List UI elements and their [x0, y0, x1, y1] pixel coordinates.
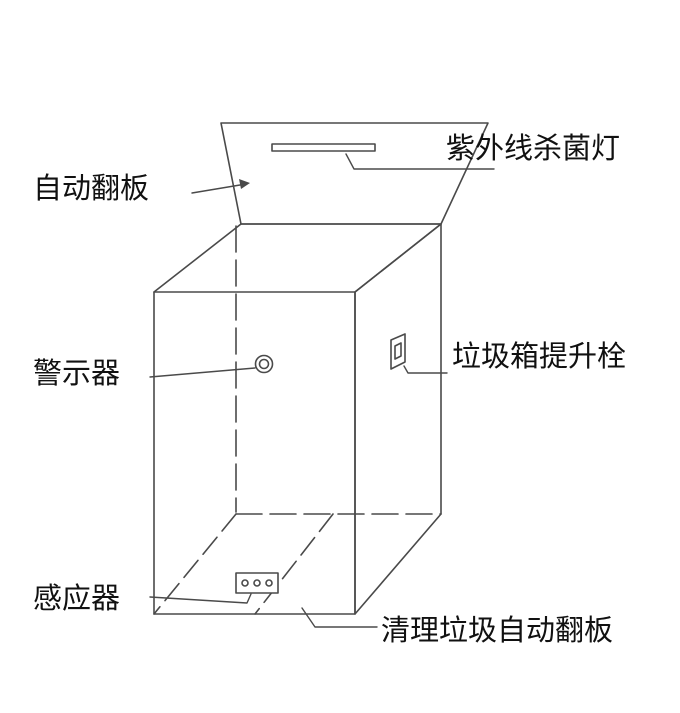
sensor-dot	[253, 579, 261, 587]
alarm-outer-ring	[254, 354, 274, 374]
alarm-inner-ring	[258, 358, 270, 370]
arrowhead-auto-flap	[239, 179, 250, 189]
bin-top-left-edge	[153, 223, 242, 293]
label-alarm: 警示器	[33, 356, 121, 390]
bin-right-face	[354, 223, 442, 615]
label-cleaning-flap: 清理垃圾自动翻板	[381, 613, 614, 647]
leader-auto-flap	[191, 183, 247, 194]
bin-front-face	[153, 291, 356, 615]
sensor-dot	[265, 579, 273, 587]
leader-uv-lamp	[345, 153, 495, 170]
leader-sensor	[149, 593, 252, 604]
uv-lamp-tube	[271, 143, 376, 152]
sensor-box	[235, 572, 279, 594]
label-sensor: 感应器	[33, 581, 121, 615]
label-lift-bolt: 垃圾箱提升栓	[452, 339, 627, 373]
hidden-bottom-left-edge	[153, 513, 237, 615]
leader-alarm	[149, 367, 256, 378]
label-uv-lamp: 紫外线杀菌灯	[446, 131, 621, 165]
label-auto-flap: 自动翻板	[33, 171, 150, 205]
lift-bolt-inner	[394, 342, 402, 360]
leader-lift-bolt	[403, 365, 448, 374]
sensor-dot	[241, 579, 249, 587]
hidden-flap-divider	[254, 513, 334, 615]
lift-bolt-outer	[390, 333, 406, 370]
leader-cleaning-flap	[301, 607, 378, 628]
